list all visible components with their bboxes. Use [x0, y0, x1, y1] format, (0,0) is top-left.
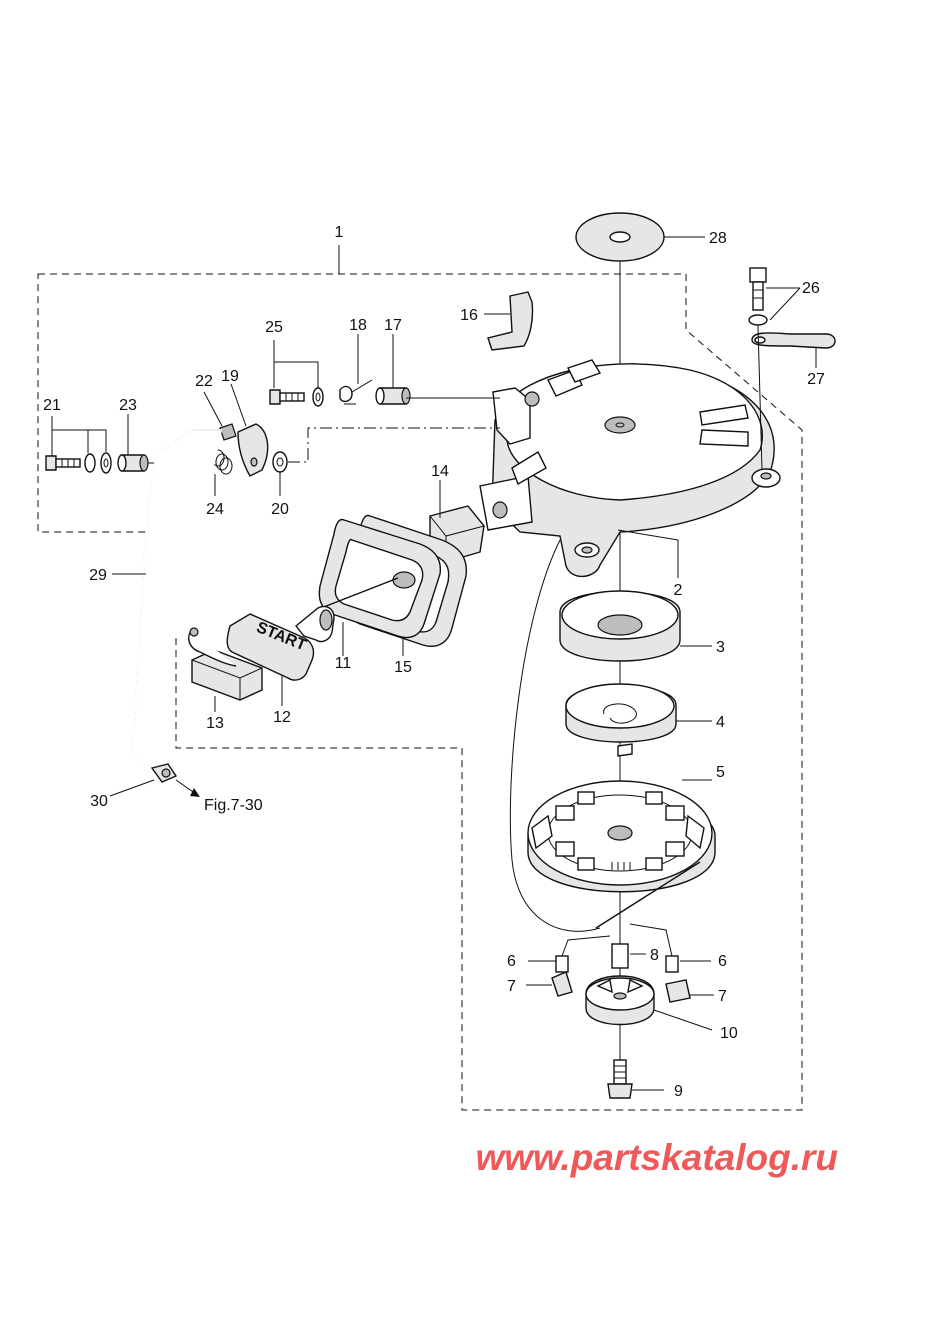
part-25-screw — [269, 387, 324, 407]
part-5-reel-pulley — [527, 780, 716, 893]
part-4-recoil-spring — [565, 683, 677, 757]
callout-18: 18 — [349, 317, 367, 334]
part-27-plate — [751, 332, 836, 349]
part-17-sleeve — [375, 387, 411, 405]
figure-reference: Fig.7-30 — [204, 797, 263, 814]
part-13-handle-insert — [188, 627, 263, 701]
part-12-handle: START — [226, 605, 335, 681]
axis-20 — [288, 427, 500, 463]
callout-25: 25 — [265, 319, 283, 336]
callout-5: 5 — [716, 764, 725, 781]
leader-30 — [109, 779, 155, 797]
callout-17: 17 — [384, 317, 402, 334]
part-26-bolt — [748, 267, 768, 326]
part-11-grommet — [318, 518, 442, 639]
part-3-spring-cover — [559, 590, 681, 662]
rope-guide-line — [509, 539, 601, 932]
assembly-boundary — [37, 273, 803, 1111]
leader-25 — [273, 340, 319, 388]
leader-10 — [653, 1009, 713, 1031]
callout-16: 16 — [460, 307, 478, 324]
part-7-left-pawl — [551, 971, 573, 997]
callout-6-right: 6 — [718, 953, 727, 970]
part-21-screw — [45, 452, 112, 474]
part-20-washer — [272, 451, 288, 473]
callout-14: 14 — [431, 463, 449, 480]
callout-6-left: 6 — [507, 953, 516, 970]
part-29-rod-inner — [131, 429, 222, 771]
part-19-stopper — [237, 423, 269, 477]
callout-30: 30 — [90, 793, 108, 810]
leader-22 — [203, 391, 223, 427]
part-2-starter-case — [479, 359, 781, 578]
callout-27: 27 — [807, 371, 825, 388]
callout-20: 20 — [271, 501, 289, 518]
part-9-bolt — [607, 1059, 633, 1099]
callout-26: 26 — [802, 280, 820, 297]
callout-7-right: 7 — [718, 988, 727, 1005]
part-23-bushing — [117, 454, 149, 472]
callout-3: 3 — [716, 639, 725, 656]
leader-26 — [766, 287, 801, 321]
part-6-right-spring — [665, 955, 679, 973]
part-30-rod-end — [150, 763, 178, 783]
part-7-right-pawl — [665, 979, 691, 1003]
part-19-hole — [250, 457, 258, 467]
callout-1: 1 — [335, 224, 344, 241]
part-18-spring — [339, 379, 373, 405]
watermark-text: www.partskatalog.ru — [475, 1137, 838, 1178]
part-16-lever — [487, 291, 534, 351]
axis-26 — [757, 325, 763, 471]
rope-to-reel — [595, 861, 701, 929]
callout-28: 28 — [709, 230, 727, 247]
part-8-center-spring — [611, 943, 629, 969]
callout-15: 15 — [394, 659, 412, 676]
part-10-drive-plate — [585, 975, 655, 1026]
starter-rope — [315, 577, 399, 611]
callout-19: 19 — [221, 368, 239, 385]
leader-21 — [51, 416, 107, 456]
callout-21: 21 — [43, 397, 61, 414]
callout-29: 29 — [89, 567, 107, 584]
callout-2: 2 — [674, 582, 683, 599]
callout-11: 11 — [335, 655, 352, 672]
callout-9: 9 — [674, 1083, 683, 1100]
part-22-clip — [219, 423, 237, 441]
leader-6-link-b — [629, 923, 673, 957]
part-6-left-spring — [555, 955, 569, 973]
part-28-cover-disc — [575, 212, 665, 262]
leader-19 — [230, 383, 247, 427]
callout-8: 8 — [650, 947, 659, 964]
callout-12: 12 — [273, 709, 291, 726]
callout-7-left: 7 — [507, 978, 516, 995]
leader-6-link — [561, 935, 611, 957]
callout-10: 10 — [720, 1025, 738, 1042]
leader-2 — [617, 529, 679, 541]
callout-13: 13 — [206, 715, 224, 732]
callout-4: 4 — [716, 714, 725, 731]
ref-arrow-head — [190, 788, 200, 797]
callout-24: 24 — [206, 501, 224, 518]
callout-23: 23 — [119, 397, 137, 414]
callout-22: 22 — [195, 373, 213, 390]
